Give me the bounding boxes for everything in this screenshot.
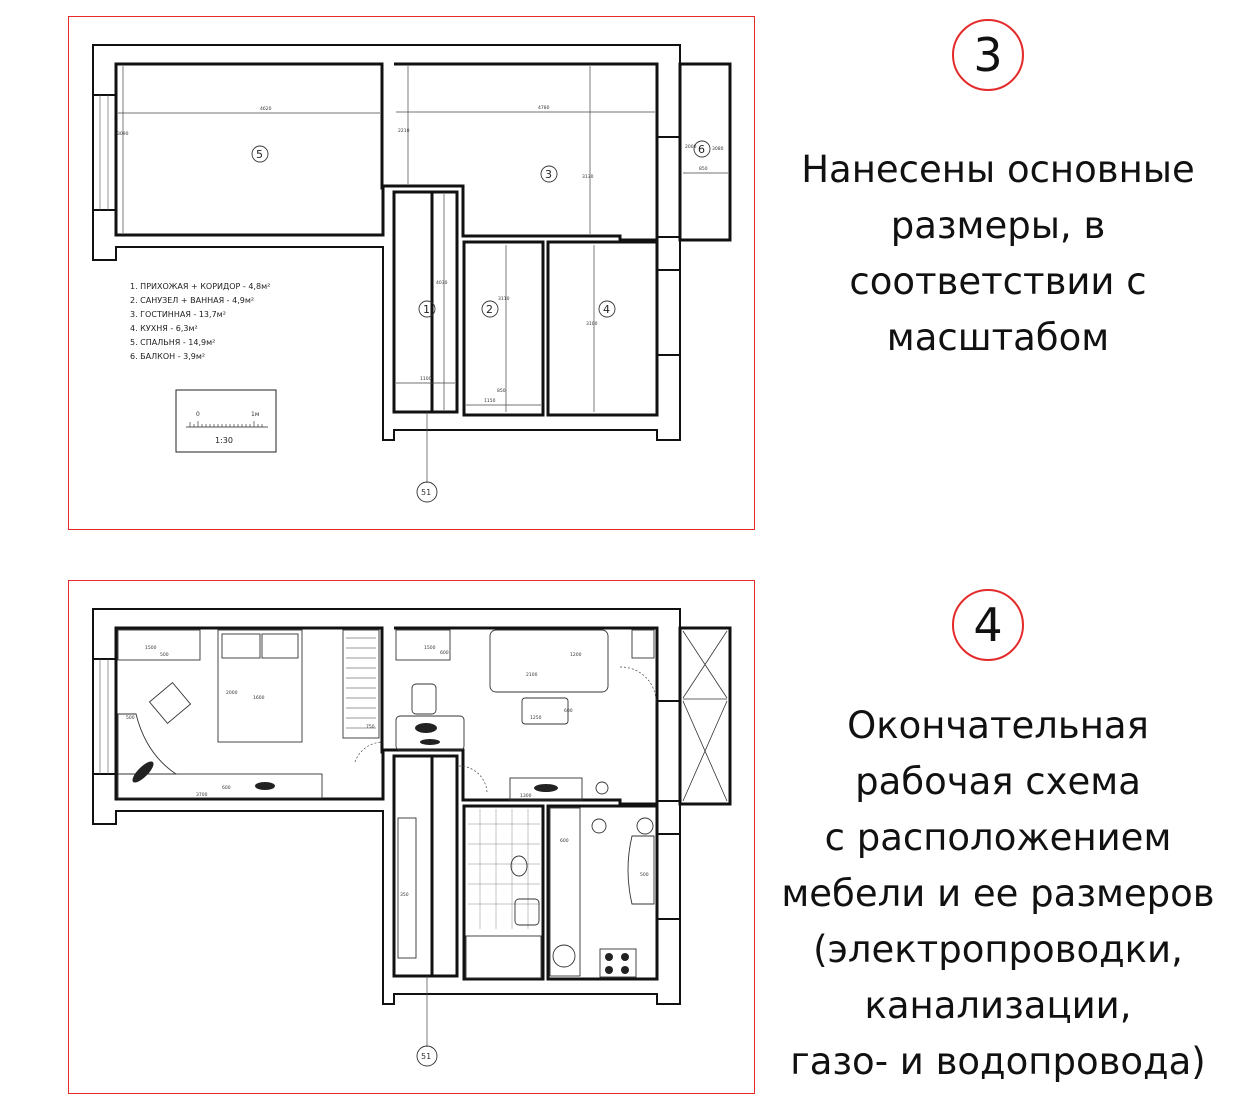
dim-label: 1150 — [484, 398, 496, 404]
entrance-marker: 51 — [421, 488, 431, 497]
bed — [217, 629, 303, 743]
svg-text:2100: 2100 — [526, 672, 538, 678]
dresser — [117, 773, 323, 799]
svg-text:600: 600 — [440, 650, 449, 656]
dim-label: 3080 — [712, 146, 724, 152]
scale-ratio: 1:30 — [215, 436, 233, 445]
sofa — [489, 629, 609, 693]
chair — [411, 683, 437, 715]
caption-line: Нанесены основные — [801, 148, 1195, 191]
svg-text:3700: 3700 — [196, 792, 208, 798]
work-desk — [395, 715, 465, 751]
dim-label: 2000 — [685, 144, 697, 150]
caption-line: канализации, — [864, 984, 1132, 1027]
caption-line: соответствии с — [849, 260, 1147, 303]
step-number-4: 4 — [952, 589, 1024, 661]
wardrobe — [117, 629, 201, 661]
svg-text:1500: 1500 — [424, 645, 436, 651]
caption-line: газо- и водопровода) — [790, 1040, 1206, 1083]
dim-label: 4780 — [538, 105, 550, 111]
legend-item: 5. СПАЛЬНЯ - 14,9м² — [130, 338, 215, 347]
caption-line: рабочая схема — [855, 760, 1141, 803]
dimension-lines: 4620 3090 4780 2210 3130 850 2000 3080 4… — [117, 66, 728, 412]
room-number-1: 1 — [423, 303, 430, 316]
caption-line: мебели и ее размеров — [781, 872, 1215, 915]
svg-text:1200: 1200 — [570, 652, 582, 658]
dim-label: 850 — [699, 166, 708, 172]
area-legend: 1. ПРИХОЖАЯ + КОРИДОР - 4,8м² 2. САНУЗЕЛ… — [130, 282, 270, 361]
bathtub — [465, 935, 542, 979]
svg-text:2000: 2000 — [226, 690, 238, 696]
sink — [514, 898, 540, 926]
dim-label: 3090 — [117, 131, 129, 137]
kitchen-furniture: 600 500 — [549, 807, 655, 978]
stove — [599, 948, 637, 978]
legend-item: 4. КУХНЯ - 6,3м² — [130, 324, 198, 333]
legend-item: 1. ПРИХОЖАЯ + КОРИДОР - 4,8м² — [130, 282, 270, 291]
dim-label: 3130 — [582, 174, 594, 180]
svg-text:350: 350 — [400, 892, 409, 898]
room-markers: 1 2 3 4 5 6 51 — [251, 140, 711, 503]
svg-text:600: 600 — [564, 708, 573, 714]
dim-label: 3110 — [498, 296, 510, 302]
room-number-5: 5 — [256, 148, 263, 161]
counter — [549, 807, 581, 977]
living-furniture: 1500 600 2100 1200 1250 600 1300 — [395, 629, 657, 801]
dim-label: 4030 — [436, 280, 448, 286]
dimension-plan-panel — [68, 16, 755, 530]
scale-bar: 0 1м 1:30 — [175, 389, 277, 453]
caption-line: с расположением — [824, 816, 1172, 859]
entrance-marker: 51 — [421, 1052, 431, 1061]
svg-text:1300: 1300 — [520, 793, 532, 799]
armchair — [148, 681, 192, 725]
toilet — [510, 855, 528, 877]
shelf — [395, 629, 451, 661]
kitchen-sink — [552, 944, 576, 968]
caption-line: (электропроводки, — [813, 928, 1183, 971]
room-number-2: 2 — [486, 303, 493, 316]
svg-text:600: 600 — [560, 838, 569, 844]
dining-table — [627, 835, 655, 905]
room-number-3: 3 — [545, 168, 552, 181]
dim-label: 2210 — [398, 128, 410, 134]
scale-one: 1м — [251, 411, 259, 418]
svg-text:500: 500 — [126, 715, 135, 721]
dim-label: 4620 — [260, 106, 272, 112]
coffee-table — [521, 697, 569, 725]
step-number-3: 3 — [952, 19, 1024, 91]
svg-text:1500: 1500 — [145, 645, 157, 651]
svg-text:500: 500 — [160, 652, 169, 658]
caption-line: масштабом — [886, 316, 1110, 359]
svg-text:600: 600 — [222, 785, 231, 791]
scale-zero: 0 — [196, 411, 200, 418]
dim-label: 850 — [497, 388, 506, 394]
cabinet — [631, 629, 655, 659]
caption-line: размеры, в — [890, 204, 1106, 247]
tv-stand — [509, 777, 583, 801]
legend-item: 2. САНУЗЕЛ + ВАННАЯ - 4,9м² — [130, 296, 254, 305]
dim-label: 1100 — [420, 376, 432, 382]
furniture-floor-plan: 1500 500 2000 1600 500 3700 600 750 1500… — [91, 607, 732, 1067]
legend-item: 3. ГОСТИННАЯ - 13,7м² — [130, 310, 226, 319]
legend-item: 6. БАЛКОН - 3,9м² — [130, 352, 205, 361]
svg-text:1600: 1600 — [253, 695, 265, 701]
room-number-4: 4 — [603, 303, 610, 316]
step-3-caption: Нанесены основные размеры, в соответстви… — [760, 142, 1236, 366]
svg-text:1250: 1250 — [530, 715, 542, 721]
bathroom-furniture: 350 — [397, 809, 542, 979]
step-4-caption: Окончательная рабочая схема с расположен… — [760, 698, 1236, 1090]
closet — [342, 629, 380, 739]
hall-wardrobe — [397, 817, 417, 959]
caption-line: Окончательная — [847, 704, 1149, 747]
svg-text:500: 500 — [640, 872, 649, 878]
svg-text:750: 750 — [366, 724, 375, 730]
bedroom-furniture: 1500 500 2000 1600 500 3700 600 750 — [117, 629, 380, 799]
room-number-6: 6 — [698, 143, 705, 156]
desk — [117, 713, 178, 775]
dimension-floor-plan: 4620 3090 4780 2210 3130 850 2000 3080 4… — [91, 43, 732, 503]
dim-label: 3100 — [586, 321, 598, 327]
furniture-plan-panel — [68, 580, 755, 1094]
